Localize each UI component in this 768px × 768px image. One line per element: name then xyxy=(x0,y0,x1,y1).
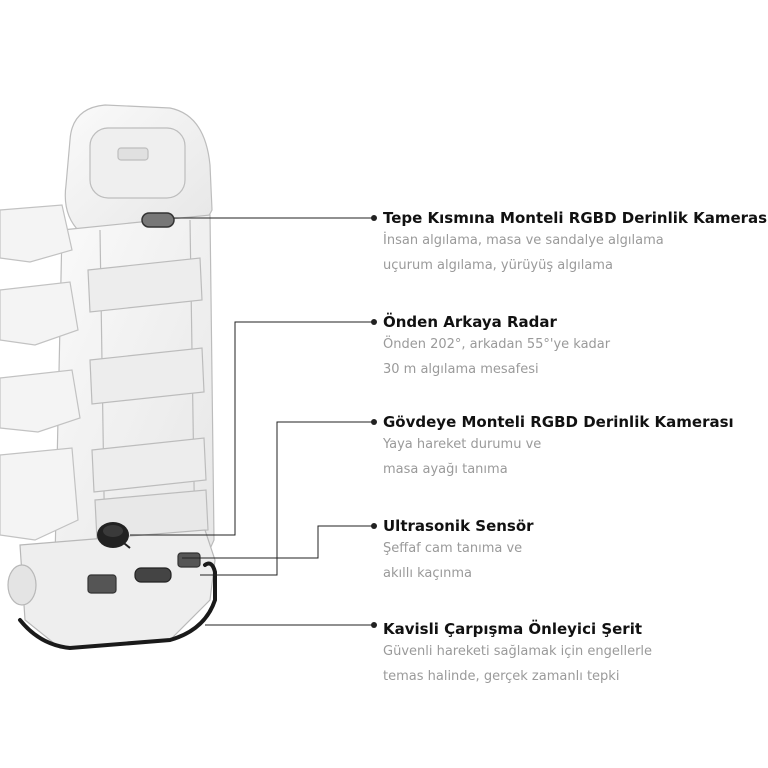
feature-top-camera: Tepe Kısmına Monteli RGBD Derinlik Kamer… xyxy=(383,208,768,278)
feature-description-line: Yaya hareket durumu ve xyxy=(383,437,542,452)
feature-description-line: Güvenli hareketi sağlamak için engellerl… xyxy=(383,644,653,659)
ultrasonic-sensor-icon xyxy=(371,523,377,529)
feature-description: Güvenli hareketi sağlamak için engellerl… xyxy=(383,639,763,689)
feature-title: Önden Arkaya Radar xyxy=(383,313,557,331)
robot-body xyxy=(54,214,215,576)
feature-description: İnsan algılama, masa ve sandalye algılam… xyxy=(383,228,763,278)
body-camera-icon xyxy=(371,419,377,425)
robot-base xyxy=(7,529,216,649)
feature-description-line: uçurum algılama, yürüyüş algılama xyxy=(383,258,613,273)
feature-collision-strip: Kavisli Çarpışma Önleyici Şerit Güvenli … xyxy=(383,619,763,689)
feature-description-line: temas halinde, gerçek zamanlı tepki xyxy=(383,669,620,684)
collision-strip-icon xyxy=(18,561,217,651)
feature-description-line: Şeffaf cam tanıma ve xyxy=(383,541,523,556)
feature-radar: Önden Arkaya Radar Önden 202°, arkadan 5… xyxy=(383,312,763,382)
robot-head xyxy=(64,104,213,283)
leader-dots xyxy=(371,215,377,628)
feature-description-line: akıllı kaçınma xyxy=(383,566,472,581)
feature-title: Tepe Kısmına Monteli RGBD Derinlik Kamer… xyxy=(383,209,768,227)
feature-description-line: masa ayağı tanıma xyxy=(383,462,508,477)
feature-description: Önden 202°, arkadan 55°'ye kadar 30 m al… xyxy=(383,332,763,382)
feature-title: Kavisli Çarpışma Önleyici Şerit xyxy=(383,620,643,638)
feature-title: Gövdeye Monteli RGBD Derinlik Kamerası xyxy=(383,413,734,431)
feature-title: Ultrasonik Sensör xyxy=(383,517,534,535)
feature-description-line: Önden 202°, arkadan 55°'ye kadar xyxy=(383,337,611,352)
feature-description: Yaya hareket durumu ve masa ayağı tanıma xyxy=(383,432,763,482)
robot-trays xyxy=(0,204,81,541)
radar-sensor-icon xyxy=(97,522,131,549)
feature-description: Şeffaf cam tanıma ve akıllı kaçınma xyxy=(383,536,763,586)
feature-description-line: İnsan algılama, masa ve sandalye algılam… xyxy=(383,233,664,248)
feature-description-line: 30 m algılama mesafesi xyxy=(383,362,539,377)
leader-line-radar xyxy=(130,321,374,536)
feature-ultrasonic: Ultrasonik Sensör Şeffaf cam tanıma ve a… xyxy=(383,516,763,586)
top-camera-icon xyxy=(141,212,175,228)
leader-line-ultrasonic xyxy=(182,525,374,559)
feature-body-camera: Gövdeye Monteli RGBD Derinlik Kamerası Y… xyxy=(383,412,763,482)
leader-line-body-camera xyxy=(200,421,374,576)
leader-lines xyxy=(130,217,374,626)
